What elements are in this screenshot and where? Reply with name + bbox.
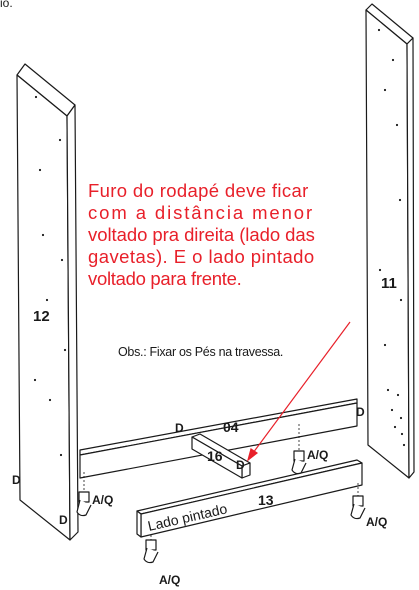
part-number-cross-brace: 16 <box>207 448 223 464</box>
corner-fragment-text: io. <box>0 0 13 10</box>
red-leader-arrow <box>246 321 351 462</box>
foot-plinth-right <box>350 495 366 520</box>
assembly-instruction-note: Furo do rodapé deve ficar com a distânci… <box>88 180 386 290</box>
instruction-line-3: voltado pra direita (lado das <box>88 224 315 245</box>
hole-label-d-right-panel: D <box>356 405 365 419</box>
instruction-line-2: com a distância menor <box>88 202 315 223</box>
cross-brace <box>191 433 251 479</box>
foot-plinth-left <box>143 539 159 564</box>
hole-label-d-left-lower: D <box>12 473 21 487</box>
foot-rear-rail <box>291 450 307 475</box>
part-number-rear-rail: 04 <box>223 419 239 435</box>
right-side-panel <box>365 3 415 479</box>
part-number-right-panel: 11 <box>381 275 397 292</box>
hole-label-d-rear-rail: D <box>175 421 184 435</box>
part-number-left-panel: 12 <box>33 308 50 325</box>
rear-rail <box>79 398 358 479</box>
foot-label-plinth-left: A/Q <box>159 573 180 587</box>
left-side-panel <box>16 63 79 541</box>
front-plinth <box>136 459 363 538</box>
foot-label-plinth-right: A/Q <box>366 515 387 529</box>
observation-note: Obs.: Fixar os Pés na travessa. <box>118 345 284 359</box>
part-number-front-plinth: 13 <box>258 492 274 508</box>
hole-label-d-plinth: D <box>236 458 245 472</box>
instruction-line-4: gavetas). E o lado pintado <box>88 246 315 267</box>
panel-holes <box>33 28 406 457</box>
hole-label-d-left-bottom: D <box>59 513 68 527</box>
instruction-line-1: Furo do rodapé deve ficar <box>88 180 309 201</box>
foot-label-left: A/Q <box>92 493 113 507</box>
foot-left-panel <box>76 491 92 517</box>
instruction-line-5: voltado para frente. <box>88 268 242 289</box>
foot-label-rear: A/Q <box>307 448 328 462</box>
